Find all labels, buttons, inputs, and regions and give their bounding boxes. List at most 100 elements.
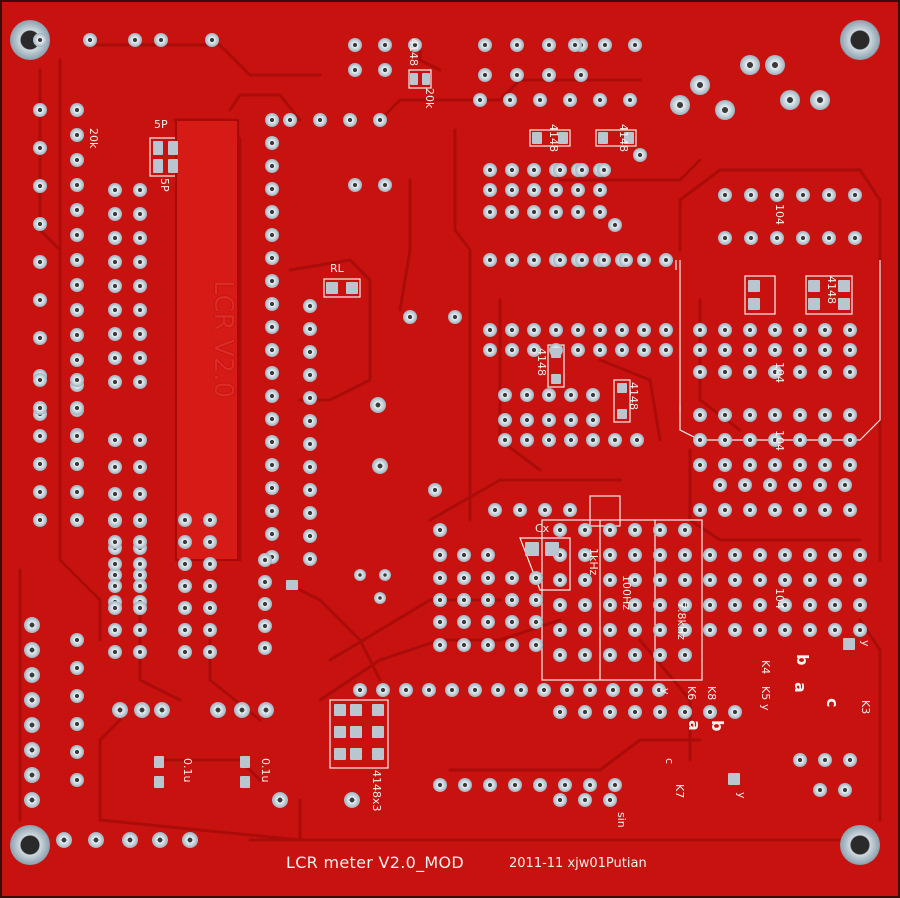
smd-pad bbox=[286, 580, 298, 590]
pad bbox=[478, 68, 492, 82]
pad bbox=[703, 598, 717, 612]
pad bbox=[693, 365, 707, 379]
pad bbox=[743, 408, 757, 422]
pad bbox=[205, 33, 219, 47]
pad bbox=[575, 163, 589, 177]
pad bbox=[70, 485, 84, 499]
pad bbox=[828, 548, 842, 562]
switch-y1-label: y bbox=[659, 688, 672, 695]
pad bbox=[108, 535, 122, 549]
pad bbox=[718, 458, 732, 472]
pad bbox=[378, 178, 392, 192]
pad bbox=[108, 579, 122, 593]
pad bbox=[265, 251, 279, 265]
board-credit: 2011-11 xjw01Putian bbox=[509, 856, 647, 871]
pad bbox=[571, 343, 585, 357]
pad bbox=[503, 93, 517, 107]
pad bbox=[744, 231, 758, 245]
pad bbox=[203, 535, 217, 549]
pad bbox=[678, 705, 692, 719]
pad bbox=[615, 323, 629, 337]
pad bbox=[718, 408, 732, 422]
smd-pad bbox=[350, 704, 362, 716]
pad bbox=[24, 717, 40, 733]
pad bbox=[108, 207, 122, 221]
pad bbox=[343, 113, 357, 127]
pad bbox=[818, 503, 832, 517]
pad bbox=[133, 557, 147, 571]
sin-label: sin bbox=[615, 812, 628, 828]
pad bbox=[258, 641, 272, 655]
pad bbox=[458, 778, 472, 792]
pad bbox=[514, 683, 528, 697]
pad bbox=[108, 279, 122, 293]
pad bbox=[133, 255, 147, 269]
pad bbox=[108, 487, 122, 501]
pad bbox=[112, 702, 128, 718]
pad bbox=[768, 433, 782, 447]
pad bbox=[133, 303, 147, 317]
smd-pad bbox=[545, 542, 559, 556]
pad bbox=[628, 705, 642, 719]
cx-label: Cx bbox=[535, 522, 550, 535]
pad bbox=[133, 645, 147, 659]
freq-78k-label: 7.8kHz bbox=[675, 602, 688, 640]
pad bbox=[718, 433, 732, 447]
pad bbox=[670, 95, 690, 115]
pad bbox=[265, 504, 279, 518]
pad bbox=[133, 487, 147, 501]
pad bbox=[258, 702, 274, 718]
pad bbox=[728, 705, 742, 719]
pad bbox=[70, 717, 84, 731]
pad bbox=[630, 433, 644, 447]
pad bbox=[33, 401, 47, 415]
pad bbox=[553, 598, 567, 612]
pad bbox=[693, 503, 707, 517]
pad bbox=[33, 103, 47, 117]
pad bbox=[778, 598, 792, 612]
pad bbox=[542, 38, 556, 52]
k6-label: K6 bbox=[685, 686, 698, 701]
pad bbox=[468, 683, 482, 697]
pad bbox=[265, 320, 279, 334]
pad bbox=[265, 366, 279, 380]
pad bbox=[583, 778, 597, 792]
pad bbox=[70, 353, 84, 367]
pad bbox=[265, 228, 279, 242]
smd-pad bbox=[558, 132, 568, 144]
smd-pad bbox=[350, 726, 362, 738]
pad bbox=[265, 182, 279, 196]
pad bbox=[428, 483, 442, 497]
smd-pad bbox=[154, 776, 164, 788]
pad bbox=[265, 481, 279, 495]
pad bbox=[603, 793, 617, 807]
pad bbox=[481, 638, 495, 652]
pad bbox=[70, 153, 84, 167]
pad bbox=[818, 323, 832, 337]
pad bbox=[303, 414, 317, 428]
pad bbox=[234, 702, 250, 718]
smd-pad bbox=[153, 159, 163, 173]
pad bbox=[133, 460, 147, 474]
pad bbox=[258, 575, 272, 589]
diode-right-label: 4148 bbox=[825, 276, 838, 304]
smd-pad bbox=[843, 638, 855, 650]
pad bbox=[818, 408, 832, 422]
pad bbox=[24, 692, 40, 708]
pad bbox=[690, 75, 710, 95]
pad bbox=[70, 203, 84, 217]
pad bbox=[505, 163, 519, 177]
pad bbox=[597, 163, 611, 177]
pad bbox=[753, 548, 767, 562]
pad bbox=[718, 188, 732, 202]
rl-label: RL bbox=[330, 262, 344, 275]
pad bbox=[743, 343, 757, 357]
pad bbox=[753, 573, 767, 587]
pad bbox=[178, 623, 192, 637]
switch-a1-label: a bbox=[685, 720, 704, 731]
cap-104-2-label: 104 bbox=[773, 362, 786, 383]
smd-pad bbox=[422, 73, 430, 85]
smd-pad bbox=[326, 282, 338, 294]
pad bbox=[853, 623, 867, 637]
pad bbox=[628, 648, 642, 662]
